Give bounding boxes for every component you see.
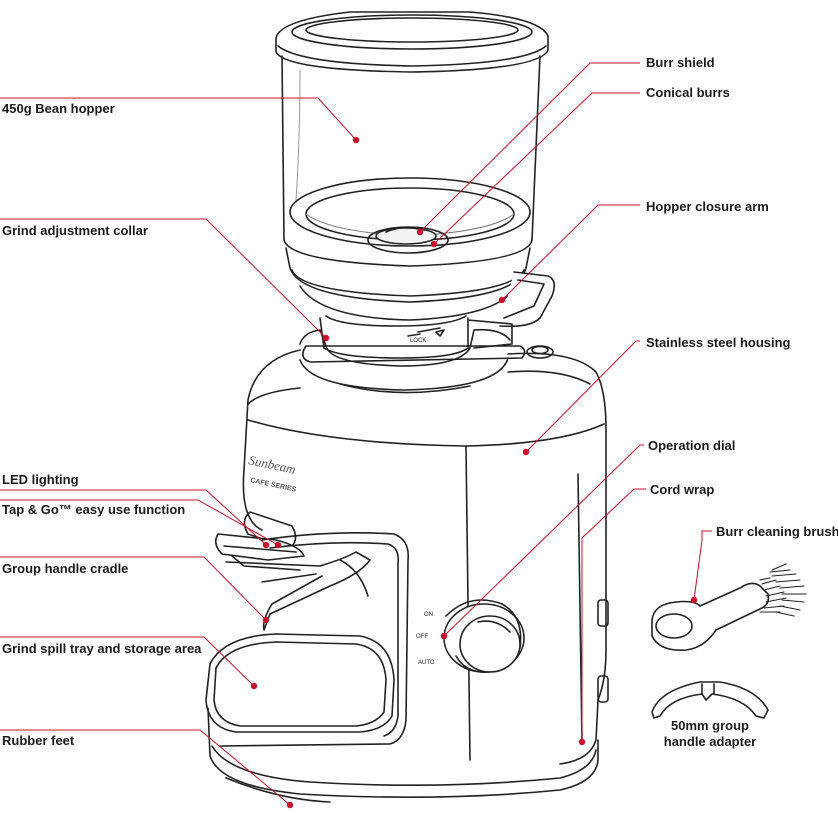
label-cord: Cord wrap <box>650 482 715 497</box>
brand-series: CAFE SERIES <box>250 477 297 494</box>
grind-spill-tray <box>205 633 395 733</box>
label-brush: Burr cleaning brush <box>716 524 838 539</box>
leader-brush <box>693 530 712 601</box>
leader-cradle <box>0 556 267 621</box>
label-tapgo: Tap & Go™ easy use function <box>2 502 186 517</box>
leader-burrs <box>433 92 640 245</box>
label-adapter-line1: 50mm group <box>670 718 749 733</box>
dial-off-marking: OFF <box>416 634 428 640</box>
hopper-lid <box>275 11 549 73</box>
leader-tray <box>0 636 255 687</box>
label-led: LED lighting <box>2 472 79 487</box>
label-adapter: 50mm group handle adapter <box>650 718 770 750</box>
leader-lines <box>0 62 712 806</box>
label-housing: Stainless steel housing <box>646 335 791 350</box>
burr-cleaning-brush <box>651 563 807 652</box>
leader-tapgo <box>0 499 279 546</box>
label-dial: Operation dial <box>648 438 736 453</box>
label-tray: Grind spill tray and storage area <box>2 641 202 656</box>
stainless-housing <box>242 345 609 765</box>
leader-cord <box>581 488 646 742</box>
label-cradle: Group handle cradle <box>2 561 129 576</box>
grind-adjustment-collar <box>319 315 513 359</box>
label-shield: Burr shield <box>646 55 715 70</box>
leader-hopper <box>0 97 357 141</box>
label-adapter-line2: handle adapter <box>663 734 757 749</box>
leader-dial <box>443 444 644 637</box>
dial-on-marking: ON <box>424 612 433 618</box>
operation-dial <box>443 599 525 673</box>
hopper-closure-arm <box>499 271 556 328</box>
bean-hopper <box>281 55 541 267</box>
led-tap-go-unit <box>214 511 305 571</box>
leader-housing <box>525 340 640 453</box>
label-burrs: Conical burrs <box>646 85 730 100</box>
leader-shield <box>419 62 640 233</box>
leader-closure <box>501 204 640 301</box>
label-closure: Hopper closure arm <box>646 199 769 214</box>
leader-collar <box>0 218 327 339</box>
grinder-head <box>299 328 526 394</box>
label-collar: Grind adjustment collar <box>2 223 148 238</box>
brand-name: Sunbeam <box>247 452 297 477</box>
group-handle-adapter <box>651 681 769 719</box>
leader-dots <box>250 136 698 809</box>
leader-feet <box>0 729 291 806</box>
label-feet: Rubber feet <box>2 733 75 748</box>
dial-auto-marking: AUTO <box>418 660 435 666</box>
label-hopper: 450g Bean hopper <box>2 101 115 116</box>
lock-marking: LOCK <box>410 338 426 344</box>
